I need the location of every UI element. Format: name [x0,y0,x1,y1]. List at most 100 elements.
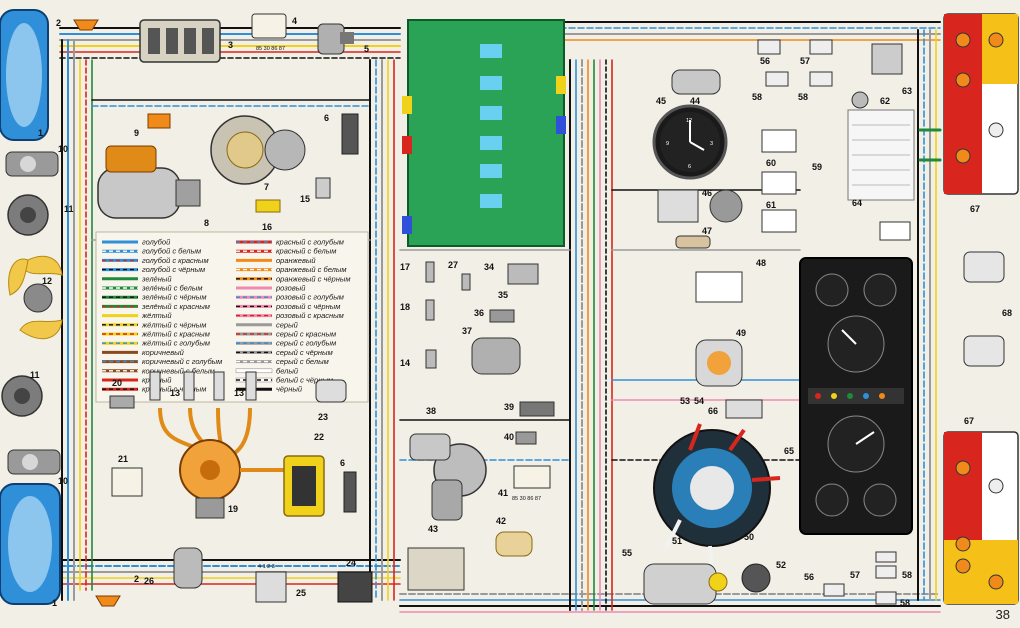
callout-22: 22 [314,432,324,442]
legend-label: зелёный с белым [141,284,203,293]
legend-label: голубой с чёрным [142,265,205,274]
callout-58b: 58 [798,92,808,102]
callout-35: 35 [498,290,508,300]
callout-1b: 1 [52,598,57,608]
relay-41: 85 30 86 87 41 [498,465,551,502]
valve-36: 36 [474,308,515,323]
callout-67b: 67 [964,416,974,426]
callout-47: 47 [702,226,712,236]
sensor-14: 14 [400,349,437,369]
relay-21: 21 [111,454,143,497]
legend-label: розовый с чёрным [275,302,340,311]
switches-59-61: 59 60 61 [761,129,822,233]
regulator-6: 6 [324,113,359,155]
sensor-5: 5 [317,23,369,55]
callout-45: 45 [656,96,666,106]
steering-switch-ring: 53 54 51 50 [653,396,781,575]
callout-13: 13 [170,388,180,398]
callout-40: 40 [504,432,514,442]
block-25-pins: 4 1 2 3 [258,564,275,570]
callout-27: 27 [448,260,458,270]
relay-block-3: 3 [139,19,233,63]
callout-39: 39 [504,402,514,412]
sensor-18: 18 [400,299,435,321]
callout-36: 36 [474,308,484,318]
callout-11: 11 [64,204,74,214]
legend-label: розовый с красным [275,311,344,320]
callout-6: 6 [324,113,329,123]
lamp-57b: 57 [850,565,897,580]
callout-11b: 11 [30,370,40,380]
washer-pump-26: 26 [144,547,203,589]
legend-label: белый [276,366,299,375]
tail-light-top-67: 67 [943,13,1019,214]
legend-label: зелёный [141,274,172,283]
callout-41: 41 [498,488,508,498]
switch-39: 39 [504,401,555,417]
callout-57: 57 [800,56,810,66]
instrument-cluster-65: 65 [784,257,913,535]
callout-9: 9 [134,128,139,138]
callout-65: 65 [784,446,794,456]
callout-44: 44 [690,96,700,106]
callout-3: 3 [228,40,233,50]
heater-motor-44: 44 [671,69,721,106]
switch-34: 34 [461,262,494,291]
callout-23: 23 [318,412,328,422]
legend-label: серый с белым [276,357,329,366]
cigarette-lighter-47: 47 [675,226,712,249]
legend-label: жёлтый с красным [141,330,210,339]
callout-10b: 10 [58,476,68,486]
legend-label: серый с голубым [276,339,336,348]
motor-37: 37 [462,326,521,375]
callout-12: 12 [42,276,52,286]
callout-15: 15 [300,194,310,204]
callout-56: 56 [760,56,770,66]
legend-label: коричневый с белым [142,366,215,375]
alternator-7: 7 [210,115,306,192]
wiper-63: 63 [851,43,912,109]
sensor-17: 17 [400,261,435,283]
legend-label: розовый [275,284,306,293]
wiper-motor-38: 38 [409,406,487,521]
turn-signal-top: 2 [56,18,99,31]
connector-24: 24 [337,558,373,603]
legend-label: оранжевый с чёрным [276,274,351,283]
callout-20: 20 [112,378,122,388]
resistor-46: 46 [657,188,743,223]
callout-16: 16 [262,222,272,232]
legend-label: голубой с белым [142,247,201,256]
callout-17: 17 [400,262,410,272]
lamp-57: 57 [800,39,833,66]
callout-4: 4 [292,16,297,26]
callout-48: 48 [756,258,766,268]
capacitor-23: 23 [315,379,347,422]
callout-38: 38 [426,406,436,416]
callout-59: 59 [812,162,822,172]
sensor-35: 35 [498,263,539,300]
horn-top: 11 [7,194,74,236]
turn-signal-bottom: 2 [95,574,139,607]
legend-label: голубой с красным [142,256,209,265]
callout-26: 26 [144,576,154,586]
callout-21: 21 [118,454,128,464]
headlight-left-bottom: 1 [0,483,61,608]
module-6b: 6 [340,458,357,513]
rear-window-heater-62: 62 [847,96,915,201]
legend-label: зелёный с чёрным [141,293,206,302]
clock-num-6: 6 [688,164,691,170]
lamp-58c: 58 [875,551,912,580]
callout-58: 58 [752,92,762,102]
lamp-58b: 58 [798,71,833,102]
lamp-58d: 58 [875,591,910,608]
legend-label: зелёный с красным [141,302,210,311]
wire-harness [59,21,942,613]
callout-57b: 57 [850,570,860,580]
fan-switch-48: 48 [695,258,766,303]
callout-53: 53 [680,396,690,406]
callout-58c: 58 [902,570,912,580]
callout-68: 68 [1002,308,1012,318]
legend-label: голубой [142,238,171,247]
callout-64: 64 [852,198,862,208]
